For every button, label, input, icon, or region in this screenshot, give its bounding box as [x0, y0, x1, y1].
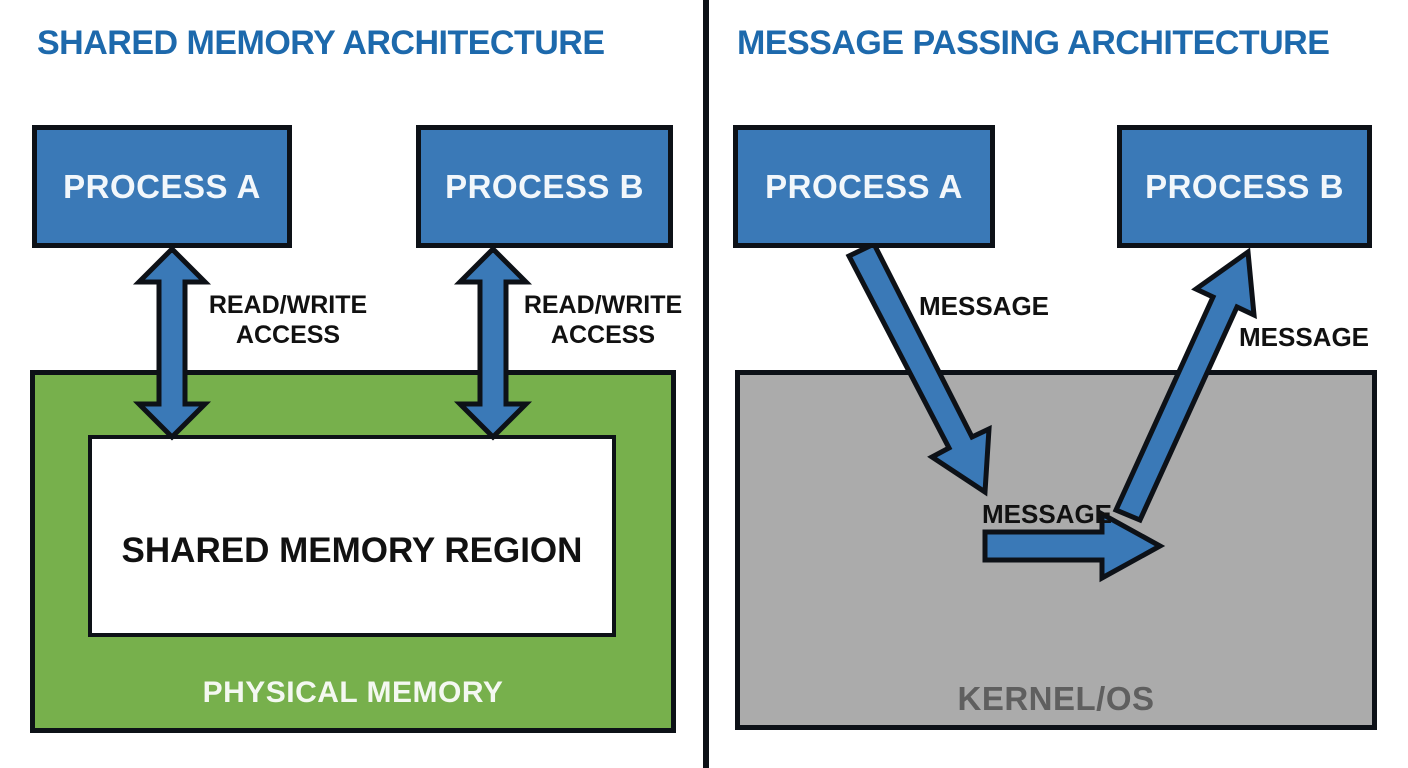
physical-memory-label: PHYSICAL MEMORY: [202, 676, 504, 709]
panel-divider: [703, 0, 709, 768]
left-process-a-box: PROCESS A: [32, 125, 292, 248]
right-process-a-label: PROCESS A: [765, 167, 963, 205]
message-label-in-kernel: MESSAGE: [981, 499, 1113, 529]
right-process-a-box: PROCESS A: [733, 125, 995, 248]
shared-memory-region-label: SHARED MEMORY REGION: [121, 531, 583, 570]
message-label-kernel-to-b: MESSAGE: [1238, 322, 1370, 352]
kernel-os-label: KERNEL/OS: [957, 680, 1155, 717]
left-process-b-box: PROCESS B: [416, 125, 673, 248]
right-process-b-label: PROCESS B: [1145, 167, 1344, 205]
right-panel-title: MESSAGE PASSING ARCHITECTURE: [737, 24, 1330, 62]
rw-access-label-a: READ/WRITE ACCESS: [208, 291, 368, 349]
left-panel-title: SHARED MEMORY ARCHITECTURE: [37, 24, 605, 62]
right-process-b-box: PROCESS B: [1117, 125, 1372, 248]
left-process-b-label: PROCESS B: [445, 167, 644, 205]
kernel-os-box: [735, 370, 1377, 730]
shared-memory-region-box: SHARED MEMORY REGION: [88, 435, 616, 637]
message-label-a-to-kernel: MESSAGE: [918, 291, 1050, 321]
left-process-a-label: PROCESS A: [63, 167, 261, 205]
rw-access-label-b: READ/WRITE ACCESS: [523, 291, 683, 349]
